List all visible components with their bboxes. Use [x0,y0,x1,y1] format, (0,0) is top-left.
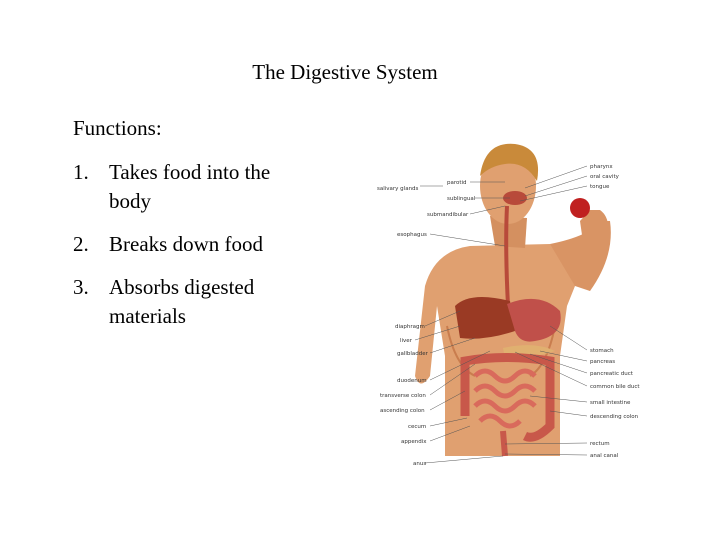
label-pancreatic-duct: pancreatic duct [590,371,634,377]
label-ascending-colon: ascending colon [380,408,425,414]
list-item: 1. Takes food into the body [73,158,313,216]
stomach [507,298,561,342]
large-intestine [460,353,555,442]
list-item: 2. Breaks down food [73,230,313,259]
label-common-bile-duct: common bile duct [590,384,640,390]
list-item-text: Absorbs digested materials [109,275,255,328]
list-item-number: 1. [73,160,89,184]
small-intestine [473,368,537,429]
raised-arm [580,210,609,291]
label-cecum: cecum [408,424,426,430]
oral-cavity [503,191,527,205]
list-item-number: 3. [73,275,89,299]
list-item: 3. Absorbs digested materials [73,273,313,331]
label-oral-cavity: oral cavity [590,174,620,180]
label-parotid: parotid [447,180,467,186]
list-item-number: 2. [73,232,89,256]
label-appendix: appendix [401,439,427,445]
label-tongue: tongue [590,184,610,190]
label-submandibular: submandibular [427,212,469,218]
label-transverse-colon: transverse colon [380,393,426,399]
list-item-text: Takes food into the body [109,160,271,213]
left-labels: salivary glands parotid sublingual subma… [377,180,476,467]
label-anus: anus [413,461,426,467]
label-pancreas: pancreas [590,359,615,365]
liver [455,297,515,339]
slide-title: The Digestive System [252,60,438,84]
label-duodenum: duodenum [397,378,427,384]
esophagus [504,205,510,307]
label-salivary-glands: salivary glands [377,186,419,192]
apple-icon [570,198,590,218]
label-esophagus: esophagus [397,232,427,238]
label-liver: liver [400,338,413,344]
label-descending-colon: descending colon [590,414,639,420]
label-rectum: rectum [590,441,610,447]
digestive-system-illustration: salivary glands parotid sublingual subma… [375,126,645,476]
functions-heading: Functions: [73,116,162,140]
list-item-text: Breaks down food [109,232,263,256]
right-labels: pharynx oral cavity tongue stomach pancr… [590,164,640,459]
rectum [500,430,508,457]
label-anal-canal: anal canal [590,453,619,459]
label-pharynx: pharynx [590,164,613,170]
label-gallbladder: gallbladder [397,351,429,357]
anatomy-svg: salivary glands parotid sublingual subma… [377,143,640,467]
label-small-intestine: small intestine [590,400,631,406]
functions-list: 1. Takes food into the body 2. Breaks do… [73,158,313,345]
leader-lines [414,165,588,464]
label-diaphragm: diaphragm [395,324,425,330]
label-stomach: stomach [590,348,614,354]
label-sublingual: sublingual [447,196,476,202]
